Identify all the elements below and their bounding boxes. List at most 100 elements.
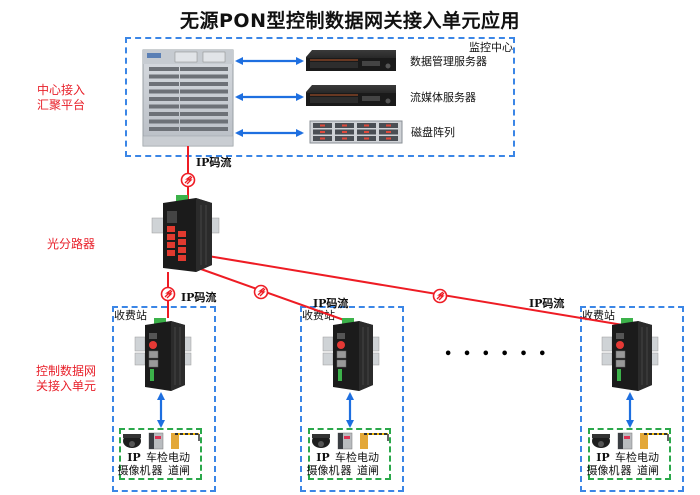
endpoint-box-1 (119, 428, 202, 480)
chassis-slot (149, 127, 179, 131)
endpoint-label-line1: 电动 (168, 451, 190, 464)
chassis-slot (149, 67, 179, 71)
fiber-symbol-icon (253, 284, 269, 300)
label-unit-line2: 关接入单元 (36, 379, 97, 393)
fiber-symbol-icon (160, 286, 176, 302)
stream-label-olt: IP码流 (196, 156, 232, 169)
chassis-slot (180, 97, 228, 101)
chassis-slot (149, 119, 179, 124)
endpoint-label-line2: 道闸 (357, 464, 379, 477)
vehicle-detector-icon (337, 432, 353, 450)
fiber-port (178, 247, 186, 253)
endpoint-label: 电动道闸 (165, 451, 193, 477)
vehicle-detector-icon (148, 432, 164, 450)
station-box-3 (580, 306, 684, 492)
more-stations-ellipsis: • • • • • • (444, 347, 550, 362)
station-label-2: 收费站 (302, 309, 335, 322)
device-label-media-server: 流媒体服务器 (410, 91, 476, 104)
chassis-slot (180, 127, 228, 131)
disk-array-icon (309, 120, 403, 144)
disk-led (342, 131, 347, 133)
stream-label-station-1: IP码流 (181, 291, 217, 304)
endpoint-label-line1: 车检 (615, 451, 637, 464)
endpoint-label-line2: 器 (620, 464, 632, 477)
endpoint-label-line2: 摄像机 (586, 464, 620, 477)
gateway-onu-icon (322, 317, 380, 392)
chassis-slot (180, 104, 228, 109)
label-center-line1: 中心接入 (37, 83, 86, 97)
olt-chassis-icon (142, 49, 234, 147)
chassis-slot (180, 119, 228, 124)
chassis-slot (149, 97, 179, 101)
endpoint-label: 电动道闸 (634, 451, 662, 477)
endpoint-label-line1: IP (316, 451, 330, 464)
chassis-slot (149, 82, 179, 86)
label-splitter: 光分路器 (47, 237, 96, 251)
disk-led (320, 124, 325, 127)
dome-camera-icon (312, 434, 330, 448)
endpoint-label: 车检器 (332, 451, 360, 477)
endpoint-label: 车检器 (143, 451, 171, 477)
disk-led (386, 124, 391, 127)
dome-camera-icon (123, 434, 141, 448)
disk-led (386, 137, 391, 140)
endpoint-label-line2: 器 (340, 464, 352, 477)
device-label-disk-array: 磁盘阵列 (411, 126, 455, 139)
endpoint-label-line1: 电动 (357, 451, 379, 464)
disk-led (364, 124, 369, 127)
endpoint-label-line2: 道闸 (168, 464, 190, 477)
fiber-port (178, 231, 186, 237)
fiber-port (167, 234, 175, 240)
barrier-gate-icon (640, 433, 669, 449)
disk-led (320, 131, 325, 133)
gateway-onu-icon (601, 317, 659, 392)
fiber-port (167, 250, 175, 256)
endpoint-label: 电动道闸 (354, 451, 382, 477)
station-label-1: 收费站 (114, 309, 147, 322)
endpoint-box-3 (588, 428, 671, 480)
rack-server-icon (306, 50, 396, 71)
fiber-splitter-station-2 (197, 267, 345, 321)
stream-label-station-3: IP码流 (529, 297, 565, 310)
optical-splitter-icon (151, 195, 220, 272)
fiber-port (178, 255, 186, 261)
disk-led (364, 137, 369, 140)
chassis-slot (149, 104, 179, 109)
label-gateway-unit: 控制数据网 关接入单元 (36, 364, 96, 394)
vehicle-detector-icon (617, 432, 633, 450)
disk-led (342, 124, 347, 127)
disk-led (342, 137, 347, 140)
label-center-platform: 中心接入 汇聚平台 (37, 83, 85, 113)
fiber-symbol-icon (180, 172, 196, 188)
station-box-2 (300, 306, 404, 492)
monitoring-center-box (125, 37, 515, 157)
chassis-slot (180, 112, 228, 116)
barrier-gate-icon (360, 433, 389, 449)
fiber-splitter-station-3 (207, 255, 624, 326)
station-box-1 (112, 306, 216, 492)
barrier-gate-icon (171, 433, 200, 449)
device-label-data-server: 数据管理服务器 (410, 55, 487, 68)
chassis-slot (149, 89, 179, 94)
chassis-slot (180, 74, 228, 79)
chassis-slot (149, 112, 179, 116)
chassis-slot (149, 74, 179, 79)
gateway-onu-icon (134, 317, 192, 392)
rack-server-icon (306, 85, 396, 106)
endpoint-box-2 (308, 428, 391, 480)
fiber-port (178, 239, 186, 245)
dome-camera-icon (592, 434, 610, 448)
label-unit-line1: 控制数据网 (36, 364, 97, 378)
disk-led (386, 131, 391, 133)
fiber-port (167, 226, 175, 232)
endpoint-label-line2: 道闸 (637, 464, 659, 477)
endpoint-label-line2: 摄像机 (117, 464, 151, 477)
endpoint-label-line1: 车检 (335, 451, 357, 464)
endpoint-label-line2: 摄像机 (306, 464, 340, 477)
fiber-port (167, 242, 175, 248)
chassis-slot (180, 67, 228, 71)
endpoint-label-line1: 车检 (146, 451, 168, 464)
chassis-slot (180, 82, 228, 86)
